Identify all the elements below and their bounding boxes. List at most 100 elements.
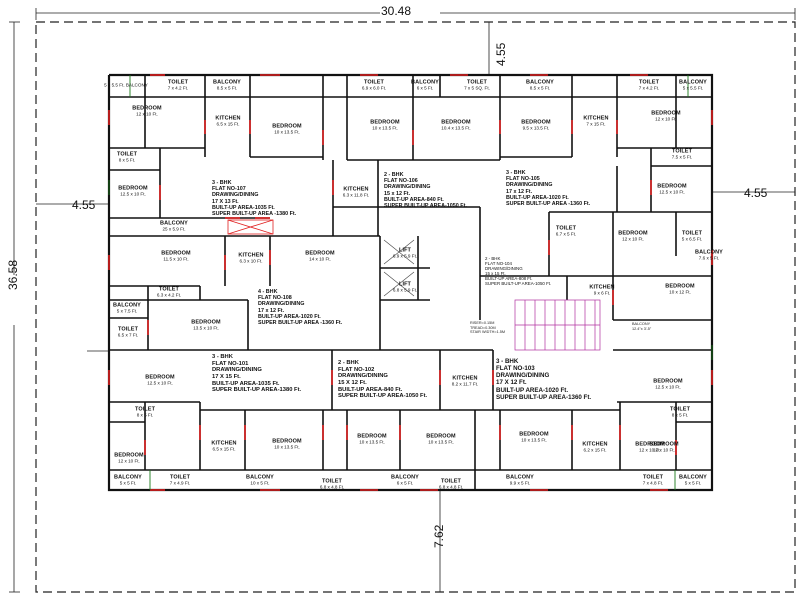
duct-box <box>227 219 274 235</box>
flat-108-number: FLAT NO-108 <box>258 295 292 302</box>
room-size: 12 x 10 Ft. <box>653 447 675 453</box>
room-size: 5 x 5.5 Ft. <box>682 85 704 91</box>
flat-107-drawing: DRAWING/DINING <box>212 192 259 199</box>
room-name: BALCONY <box>506 474 534 481</box>
room-name: TOILET <box>642 474 664 481</box>
room-size: 6.2 x 15 Ft. <box>583 447 607 453</box>
room-size: 6 x 5 Ft. <box>396 480 414 486</box>
flat-105-number: FLAT NO-105 <box>506 176 540 183</box>
room-name: BEDROOM <box>635 441 665 448</box>
room-name: BEDROOM <box>272 438 302 445</box>
flat-105-drawing: DRAWING/DINING <box>506 182 553 189</box>
room-size: 7 x 4.8 Ft. <box>642 480 664 486</box>
room-name: BEDROOM <box>665 283 695 290</box>
flat-102-info: 2 - BHK FLAT NO-102 DRAWING/DINING 15 X … <box>338 360 427 400</box>
room-name: BALCONY <box>695 249 723 256</box>
room-size: 7.6 x 5 Ft. <box>698 255 720 261</box>
flat-103-type: 3 - BHK <box>496 358 519 365</box>
stair-note: RISER=0.15M TREAD=0.30M STAIR WIDTH=1.5M <box>470 321 506 335</box>
flat-106-type: 2 - BHK <box>384 172 404 178</box>
room-name: BEDROOM <box>519 431 549 438</box>
room-name: BEDROOM <box>426 433 456 440</box>
room-size: 5 x 5 Ft. <box>684 480 702 486</box>
dim-overall-depth: 36.58 <box>6 259 20 290</box>
room-size: 12 x 10 Ft. <box>118 458 140 464</box>
flat-108-drawing-size: 17 x 12 Ft. <box>258 307 285 314</box>
room-name: BALCONY <box>679 474 707 481</box>
room-name: BEDROOM <box>651 110 681 117</box>
room-name: BEDROOM <box>441 119 471 126</box>
lift-shafts <box>383 239 415 297</box>
flat-102-drawing-size: 15 X 12 Ft. <box>338 379 367 386</box>
room-name: BEDROOM <box>653 378 683 385</box>
room-size: 6.5 x 15 Ft. <box>216 121 240 127</box>
room-size: 7 x 15 Ft. <box>586 121 606 127</box>
flat-101-type: 3 - BHK <box>212 354 233 360</box>
room-name: BEDROOM <box>521 119 551 126</box>
room-size: 6 x 5 Ft. <box>416 85 434 91</box>
room-name: TOILET <box>555 225 577 232</box>
room-size: 6.9 x 5.9 Ft. <box>392 253 418 259</box>
room-size: 5 x 6.5 Ft. <box>681 236 703 242</box>
flat-102-type: 2 - BHK <box>338 360 359 366</box>
flat-105-builtup: BUILT-UP AREA-1020 Ft. <box>506 194 569 201</box>
room-size: 7 x 4.2 Ft. <box>167 85 189 91</box>
room-size: 6.3 x 11.8 Ft. <box>342 192 370 198</box>
room-size: 7 x 5 SQ. Ft. <box>464 85 490 91</box>
flat-106-builtup: BUILT-UP AREA-840 Ft. <box>384 196 444 203</box>
dim-overall-width: 30.48 <box>381 4 412 18</box>
flat-103-drawing: DRAWING/DINING <box>496 372 550 380</box>
room-name: BALCONY <box>411 79 439 86</box>
flat-102-drawing: DRAWING/DINING <box>338 373 388 380</box>
room-name: LIFT <box>398 247 412 254</box>
room-size: 10 x 13.5 Ft. <box>359 439 385 445</box>
room-size: 7.5 x 5 Ft. <box>671 154 693 160</box>
room-name: KITCHEN <box>589 284 615 291</box>
room-name: BALCONY <box>213 79 241 86</box>
room-size: 8.5 x 5 Ft. <box>216 85 238 91</box>
room-name: TOILET <box>169 474 191 481</box>
flat-104-type: 2 - BHK <box>485 256 501 261</box>
room-size: 7 x 4.9 Ft. <box>169 480 191 486</box>
flat-108-drawing: DRAWING/DINING <box>258 301 305 308</box>
room-size: 12.5 x 10 Ft. <box>120 191 146 197</box>
room-name: BALCONY <box>114 474 142 481</box>
room-name: KITCHEN <box>211 440 237 447</box>
balcony-note: BALCONY 12.4"x 3'-5" <box>632 322 652 331</box>
room-name: TOILET <box>669 406 691 413</box>
room-size: 9.9 x 5 Ft. <box>509 480 531 486</box>
room-name: BALCONY <box>113 302 141 309</box>
room-name: BEDROOM <box>145 374 175 381</box>
room-size: 12.5 x 10 Ft. <box>655 384 681 390</box>
room-name: BEDROOM <box>305 250 335 257</box>
room-size: 6.3 x 4.2 Ft. <box>156 292 182 298</box>
room-size: 8 x 5 Ft. <box>671 412 689 418</box>
